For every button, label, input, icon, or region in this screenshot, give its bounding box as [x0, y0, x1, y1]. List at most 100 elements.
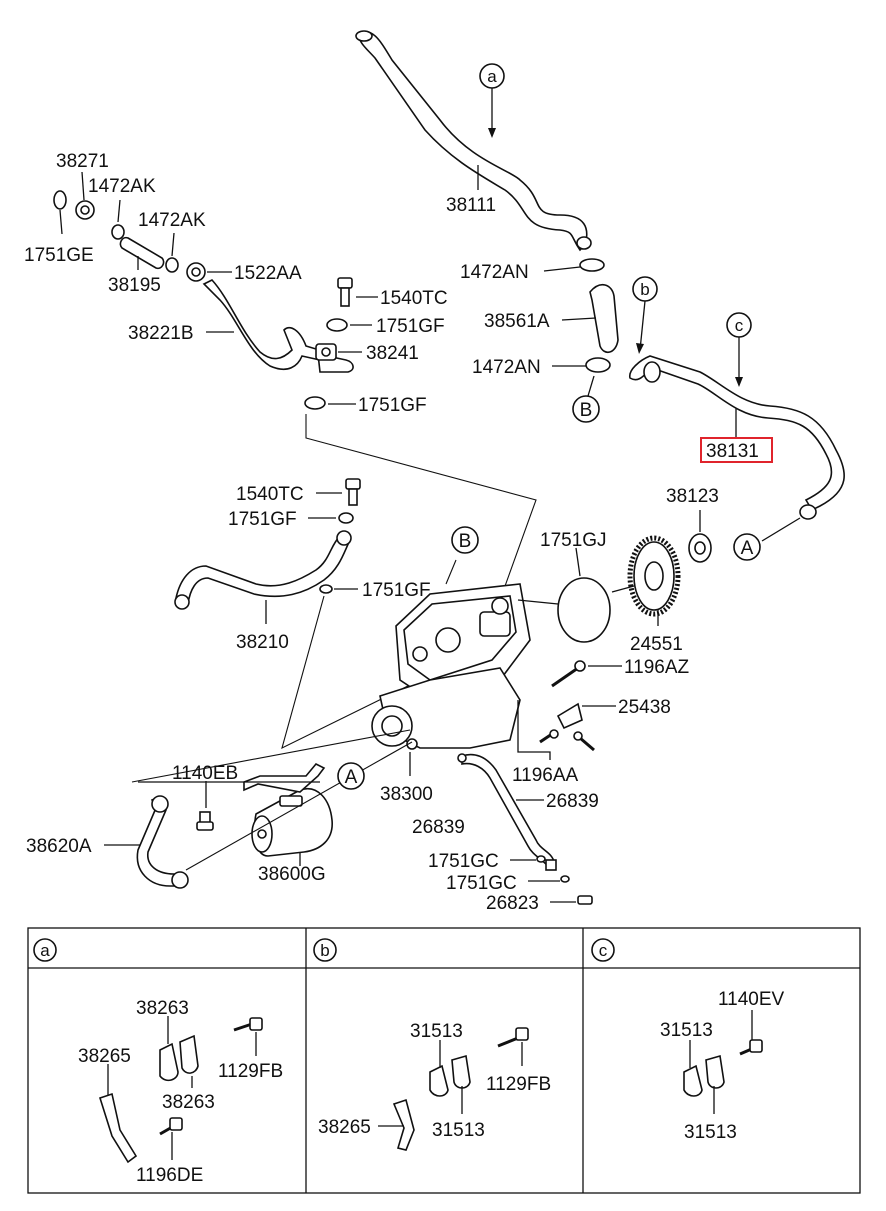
callout-A-right-circle [733, 533, 761, 561]
callout-B-lower-circle [451, 526, 479, 554]
label-38111: 38111 [446, 195, 496, 216]
callout-B-upper: B [580, 400, 593, 421]
detail-a-label-1196DE: 1196DE [136, 1165, 203, 1186]
dashed-leader-filter-2 [185, 741, 413, 871]
callout-A-right: A [741, 538, 754, 559]
label-38131[interactable]: 38131 [706, 441, 759, 462]
detail-c-clamps[interactable] [683, 1054, 725, 1097]
label-1751GF-1: 1751GF [376, 316, 445, 337]
washer-1751GC-2[interactable] [560, 875, 570, 883]
oring-1751GJ[interactable] [557, 577, 611, 643]
bolt-1540TC-lower[interactable] [345, 478, 361, 506]
washer-1751GE[interactable] [53, 190, 67, 210]
gear-24551[interactable] [627, 535, 681, 617]
detail-b-clamps[interactable] [429, 1054, 471, 1097]
label-38123: 38123 [666, 486, 719, 507]
label-38300: 38300 [380, 784, 433, 805]
detail-a-callout: a [40, 941, 50, 960]
fitting-38271[interactable] [75, 200, 95, 220]
detail-b-label-31513-bottom: 31513 [432, 1120, 485, 1141]
clamp-1472AN-lower[interactable] [585, 357, 611, 373]
detail-a-label-38263-bottom: 38263 [162, 1092, 215, 1113]
callout-b: b [640, 280, 649, 299]
detail-c-bolt-1140EV[interactable] [739, 1039, 763, 1056]
label-38600G: 38600G [258, 864, 326, 885]
bolt-1196AZ[interactable] [551, 660, 586, 688]
detail-a-bolt-1129FB[interactable] [233, 1017, 263, 1032]
bracket-25438[interactable] [556, 702, 583, 730]
pipe-26839[interactable] [457, 753, 557, 871]
label-1140EB: 1140EB [172, 763, 238, 784]
label-38561A: 38561A [484, 311, 550, 332]
pipe-38210[interactable] [174, 530, 352, 610]
label-1472AK-2: 1472AK [138, 210, 206, 231]
bolt-1196AA[interactable] [539, 729, 595, 752]
washer-1751GF-4[interactable] [319, 584, 333, 594]
clamp-1472AK-1[interactable] [111, 224, 125, 240]
detail-table [27, 927, 861, 1194]
bolt-1540TC-upper[interactable] [337, 277, 353, 307]
washer-1751GC-1[interactable] [536, 855, 546, 863]
detail-a-label-38263-top: 38263 [136, 998, 189, 1019]
callout-c: c [735, 316, 744, 335]
label-38210: 38210 [236, 632, 289, 653]
detail-b-label-1129FB: 1129FB [486, 1074, 551, 1095]
dashed-leader-filter [131, 729, 411, 783]
detail-b-label-38265: 38265 [318, 1117, 371, 1138]
label-38195: 38195 [108, 275, 161, 296]
label-1196AZ: 1196AZ [624, 657, 690, 678]
callout-A-left: A [345, 767, 358, 788]
highlight-box-38131 [700, 437, 773, 463]
detail-b-label-31513-top: 31513 [410, 1021, 463, 1042]
washer-1751GF-1[interactable] [326, 318, 348, 332]
callout-B-lower: B [459, 531, 472, 552]
callout-a: a [487, 67, 497, 86]
hose-38195[interactable] [119, 236, 165, 270]
fitting-38241[interactable] [315, 343, 337, 361]
dashed-leader-upper [305, 414, 537, 601]
label-25438: 25438 [618, 697, 671, 718]
pipe-38620A[interactable] [136, 795, 189, 889]
clamp-1472AK-2[interactable] [165, 257, 179, 273]
dashed-leader-lower [281, 595, 421, 750]
callout-A-left-circle [337, 762, 365, 790]
detail-b-callout: b [320, 941, 329, 960]
detail-a-bracket-38265[interactable] [99, 1092, 138, 1164]
pump-38300[interactable] [371, 583, 531, 750]
detail-c-label-31513-top: 31513 [660, 1020, 713, 1041]
fitting-1522AA[interactable] [186, 262, 206, 282]
label-26839-right: 26839 [546, 791, 599, 812]
hose-38561A[interactable] [589, 284, 619, 353]
bolt-26823[interactable] [577, 895, 593, 905]
clamp-1472AN-upper[interactable] [579, 258, 605, 272]
label-26839-left: 26839 [412, 817, 465, 838]
detail-b-bolt-1129FB[interactable] [497, 1027, 529, 1048]
label-1751GC-2: 1751GC [446, 873, 517, 894]
nut-38123[interactable] [688, 533, 712, 563]
hose-38111[interactable] [355, 30, 592, 252]
label-1196AA: 1196AA [512, 765, 579, 786]
callout-B-upper-circle [572, 395, 600, 423]
bolt-1140EB[interactable] [196, 811, 214, 831]
pipe-38131[interactable] [629, 355, 845, 520]
label-38221B: 38221B [128, 323, 194, 344]
label-1751GC-1: 1751GC [428, 851, 499, 872]
label-38620A: 38620A [26, 836, 92, 857]
label-24551: 24551 [630, 634, 683, 655]
detail-a-clamps[interactable] [159, 1034, 199, 1082]
detail-b-bracket-38265[interactable] [392, 1098, 415, 1151]
detail-a-bolt-1196DE[interactable] [159, 1117, 183, 1136]
filter-38600G[interactable] [243, 763, 333, 857]
washer-1751GF-3[interactable] [338, 512, 354, 524]
label-1522AA: 1522AA [234, 263, 302, 284]
washer-1751GF-2[interactable] [304, 396, 326, 410]
detail-b-callout-circle [313, 938, 337, 962]
detail-c-label-31513-bottom: 31513 [684, 1122, 737, 1143]
label-1751GF-3: 1751GF [228, 509, 297, 530]
label-1751GF-2: 1751GF [358, 395, 427, 416]
label-1751GJ: 1751GJ [540, 530, 607, 551]
label-38241: 38241 [366, 343, 419, 364]
label-1751GF-4: 1751GF [362, 580, 431, 601]
label-1472AN-upper: 1472AN [460, 262, 529, 283]
